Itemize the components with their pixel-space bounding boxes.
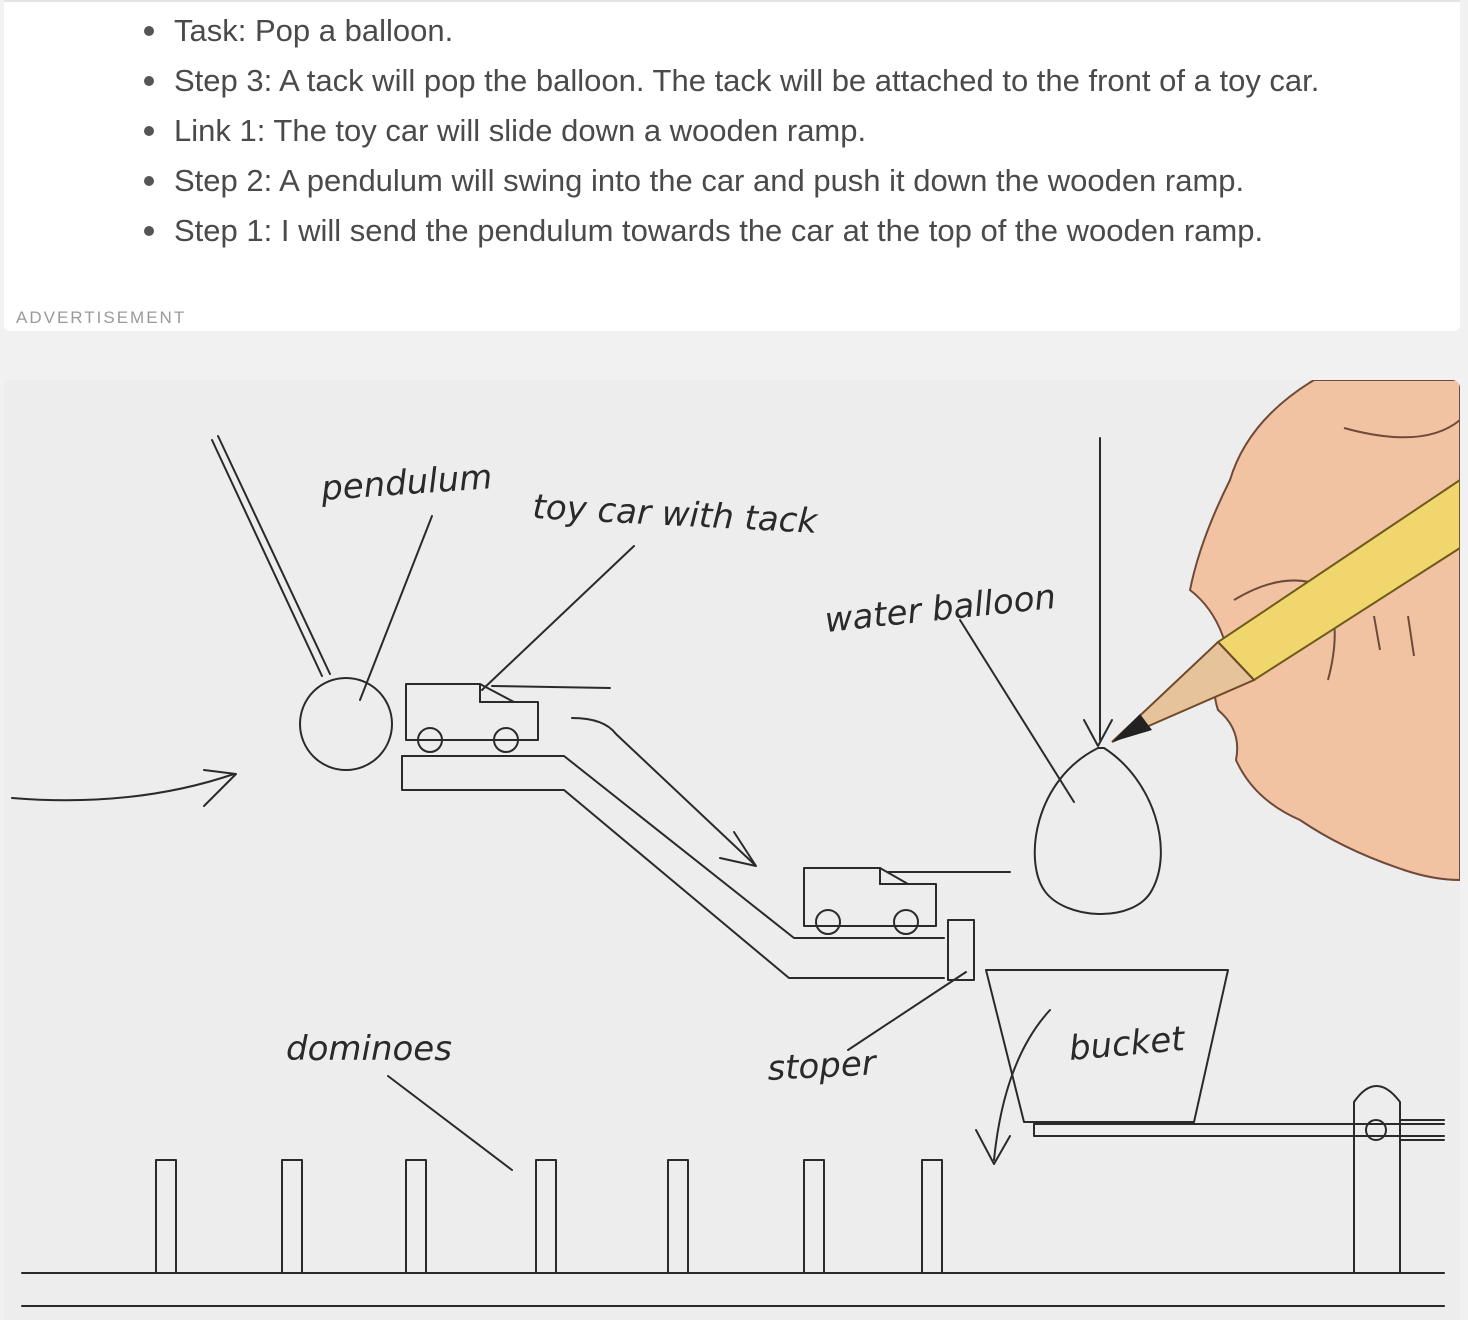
list-item: Task: Pop a balloon. (144, 6, 1319, 56)
domino (281, 1159, 303, 1274)
toy-car-bottom (803, 867, 1011, 935)
list-item: Step 1: I will send the pendulum towards… (144, 206, 1319, 256)
list-item: Step 3: A tack will pop the balloon. The… (144, 56, 1320, 106)
step-text: Step 3: A tack will pop the balloon. The… (174, 63, 1320, 98)
illustration-drawing: pendulum toy car with tack water balloon… (11, 380, 1460, 1307)
domino (921, 1159, 943, 1274)
steps-list: Task: Pop a balloon. Step 3: A tack will… (144, 6, 1320, 256)
toy-car-label: toy car with tack (532, 487, 820, 542)
domino (803, 1159, 825, 1274)
bullet-icon (144, 176, 154, 186)
stopper-pointer (847, 971, 967, 1051)
step-text: Step 1: I will send the pendulum towards… (174, 213, 1264, 248)
bucket-drawing (985, 969, 1445, 1274)
dominoes-drawing (155, 1075, 943, 1274)
slide-arrow (571, 717, 757, 867)
step-text: Task: Pop a balloon. (174, 13, 454, 48)
ramp-drawing (401, 755, 945, 979)
list-item: Link 1: The toy car will slide down a wo… (144, 106, 1319, 156)
pencil-icon (1111, 478, 1460, 743)
step-text: Link 1: The toy car will slide down a wo… (174, 113, 867, 148)
domino (155, 1159, 177, 1274)
dominoes-pointer (387, 1075, 513, 1171)
step-text: Step 2: A pendulum will swing into the c… (174, 163, 1245, 198)
bucket-label: bucket (1067, 1019, 1187, 1069)
domino (405, 1159, 427, 1274)
water-balloon-pointer (959, 619, 1075, 803)
fall-arrow (975, 1009, 1051, 1165)
toy-car-top (405, 545, 635, 753)
toy-car-pointer (481, 545, 635, 691)
rube-goldberg-illustration: pendulum toy car with tack water balloon… (4, 380, 1460, 1320)
bullet-icon (144, 26, 154, 36)
article-card: Task: Pop a balloon. Step 3: A tack will… (4, 0, 1460, 331)
bullet-icon (144, 226, 154, 236)
domino (667, 1159, 689, 1274)
swing-arrow (11, 769, 237, 807)
water-balloon-label: water balloon (823, 577, 1058, 641)
bullet-icon (144, 76, 154, 86)
stopper-drawing (847, 919, 975, 1051)
pendulum-label: pendulum (319, 457, 494, 509)
stoper-label: stoper (766, 1043, 878, 1089)
bullet-icon (144, 126, 154, 136)
pendulum-drawing (211, 435, 433, 771)
domino (535, 1159, 557, 1274)
list-item: Step 2: A pendulum will swing into the c… (144, 156, 1319, 206)
advertisement-label: ADVERTISEMENT (16, 308, 187, 327)
dominoes-label: dominoes (286, 1029, 452, 1069)
water-balloon-drawing (959, 437, 1162, 915)
pendulum-pointer (359, 515, 433, 701)
